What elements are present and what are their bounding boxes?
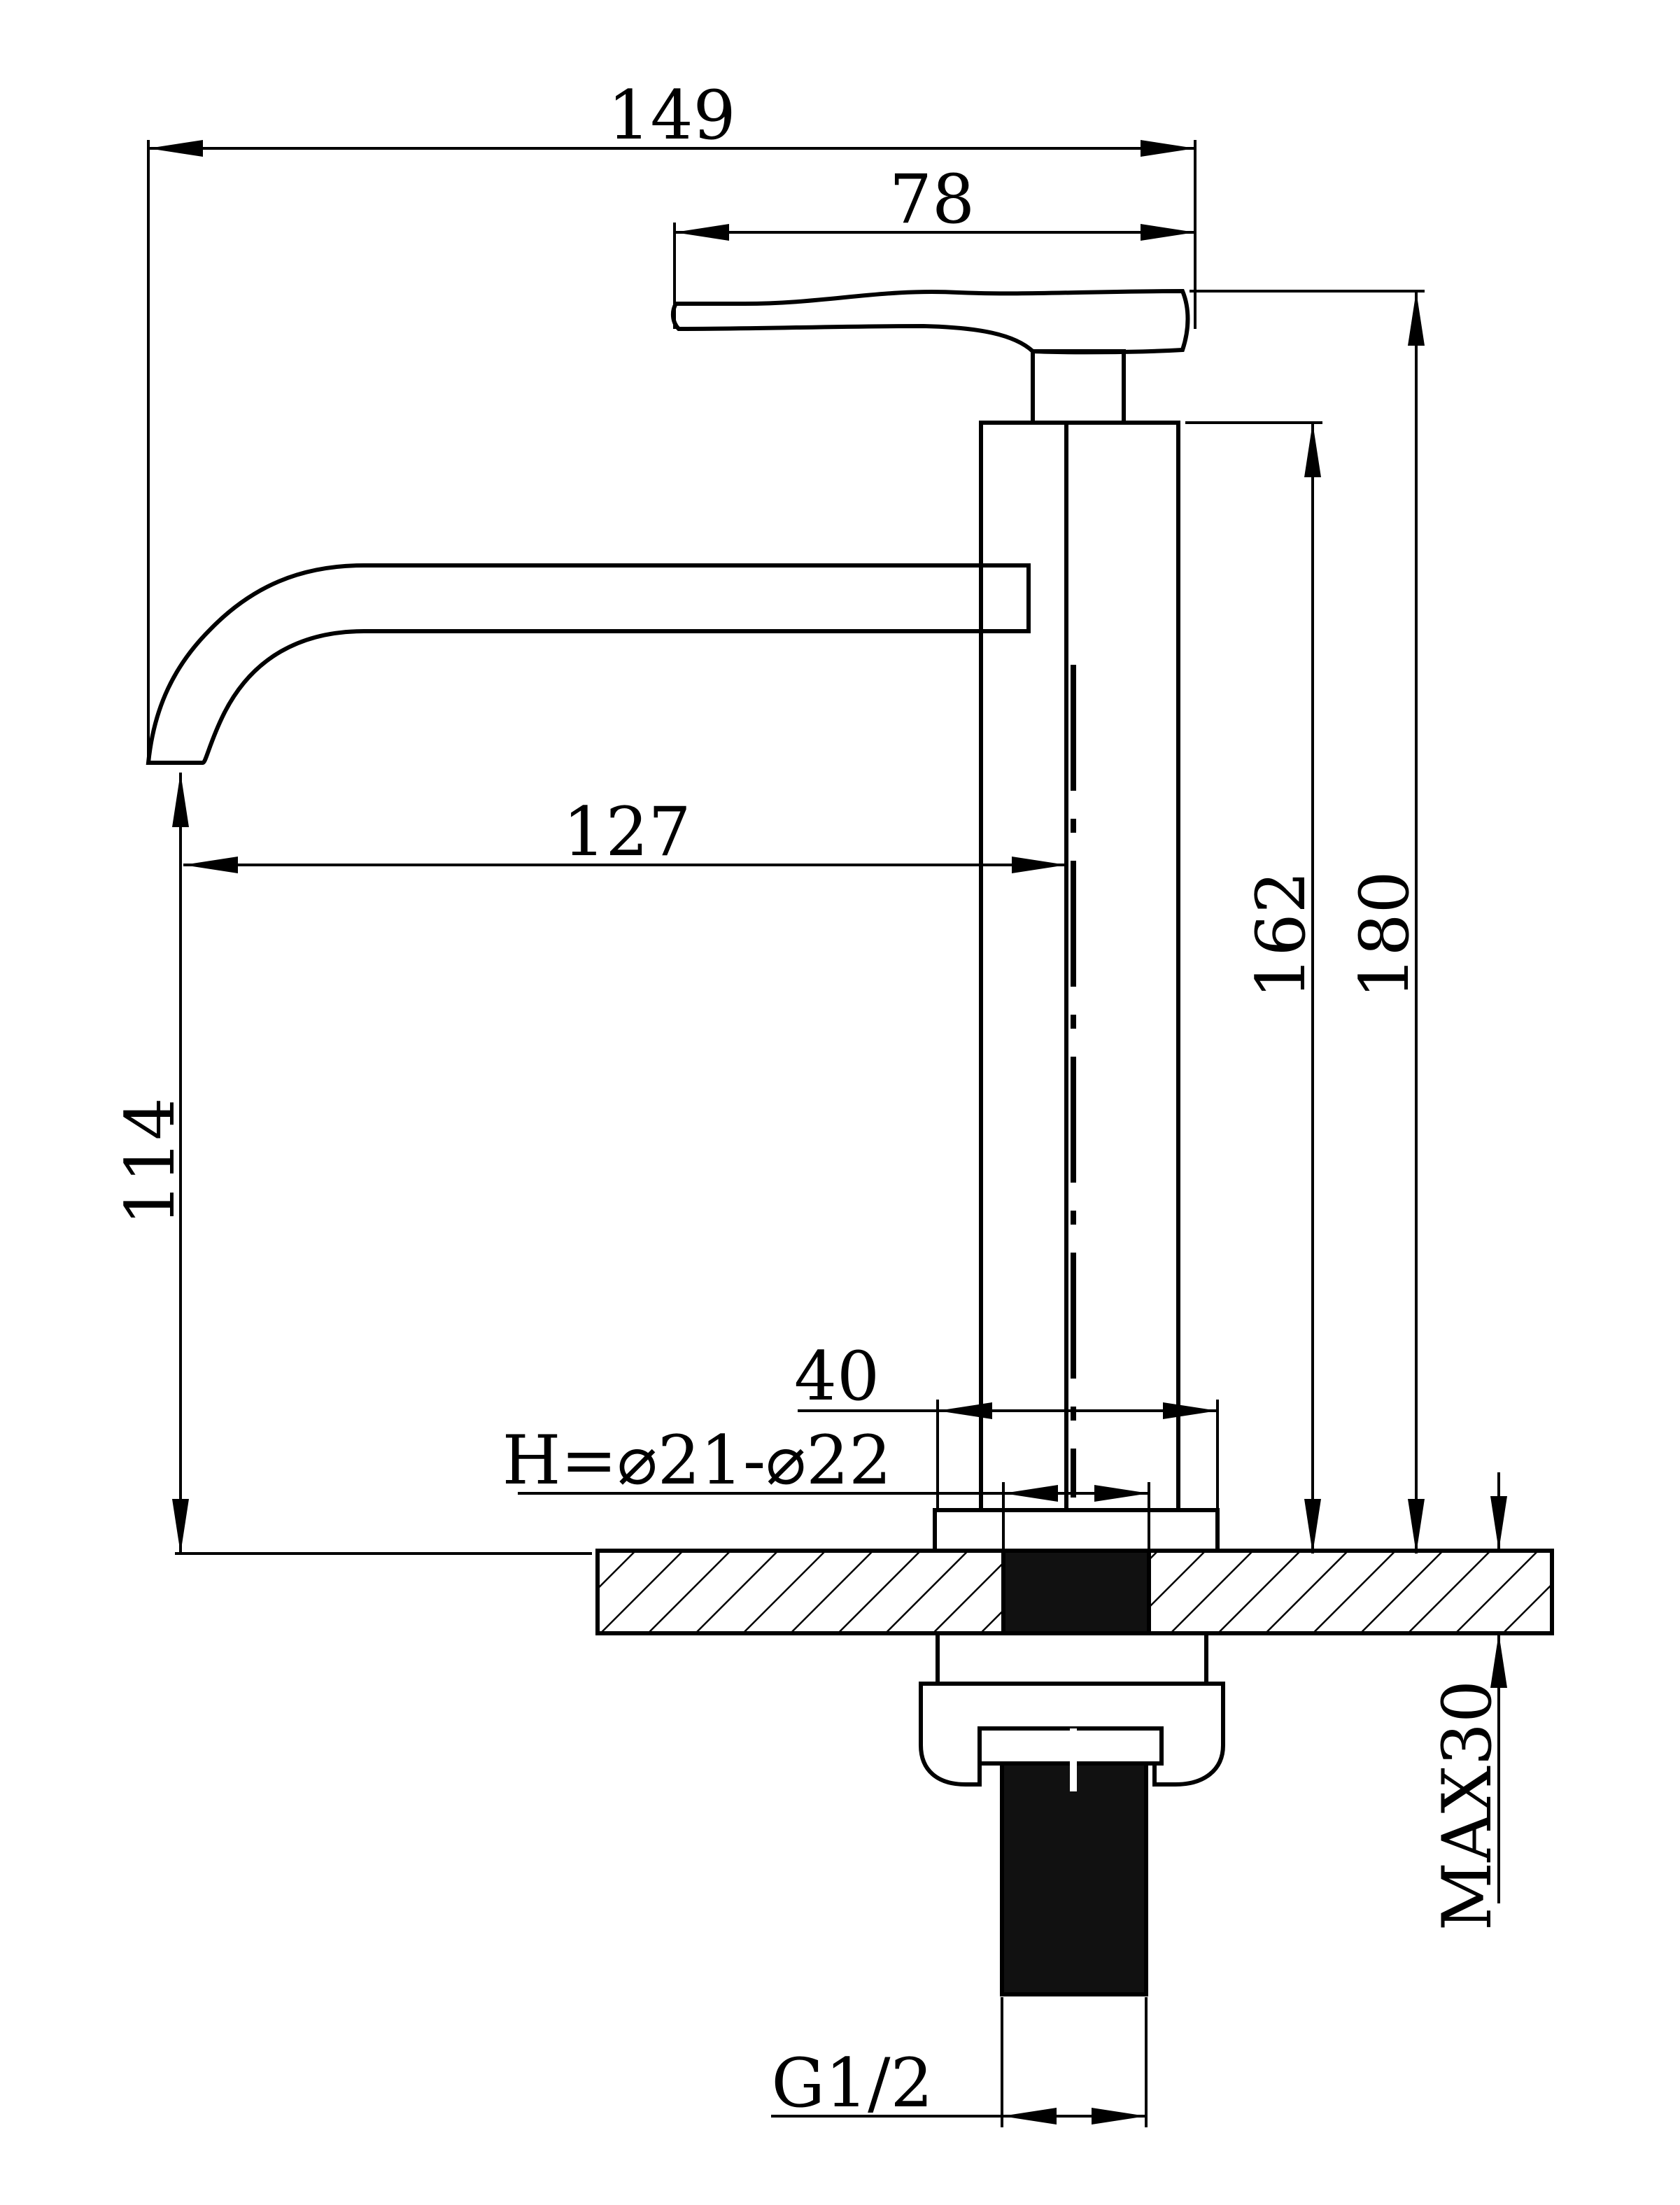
dim-total-height-label: 180: [1346, 871, 1424, 999]
dim-thread-label: G1/2: [771, 2044, 933, 2122]
dim-spout-height: [172, 773, 592, 1555]
dim-max-deck: [1455, 1472, 1552, 1903]
dim-spout-reach-label: 127: [563, 793, 691, 871]
dim-body-height: [1185, 421, 1322, 1554]
dim-handle-length-label: 78: [889, 160, 975, 239]
dim-overall-length-label: 149: [607, 76, 735, 155]
dim-hole-size: [518, 1482, 1150, 1551]
dim-spout-height-label: 114: [111, 1097, 190, 1225]
dim-overall-length: [147, 140, 1197, 763]
dim-base-diameter-label: 40: [794, 1337, 880, 1416]
faucet-body: [979, 421, 1180, 1512]
deck-section: [595, 1549, 1554, 1635]
dim-total-height: [1190, 290, 1425, 1554]
dim-body-height-label: 162: [1242, 871, 1320, 999]
dim-base-diameter: [798, 1400, 1219, 1510]
dim-handle-length: [673, 223, 1195, 329]
lever-handle: [670, 288, 1190, 355]
dim-thread: [771, 1997, 1148, 2127]
dim-max-deck-label: MAX30: [1428, 1680, 1506, 1931]
handle-stem: [1031, 349, 1126, 425]
threaded-shank: [1000, 1728, 1148, 1996]
body-column: [979, 421, 1180, 1512]
base-escutcheon: [933, 1508, 1220, 1553]
dim-hole-size-label: H=⌀21-⌀22: [502, 1421, 892, 1500]
dim-spout-reach: [183, 857, 1066, 873]
spout: [146, 563, 1031, 765]
